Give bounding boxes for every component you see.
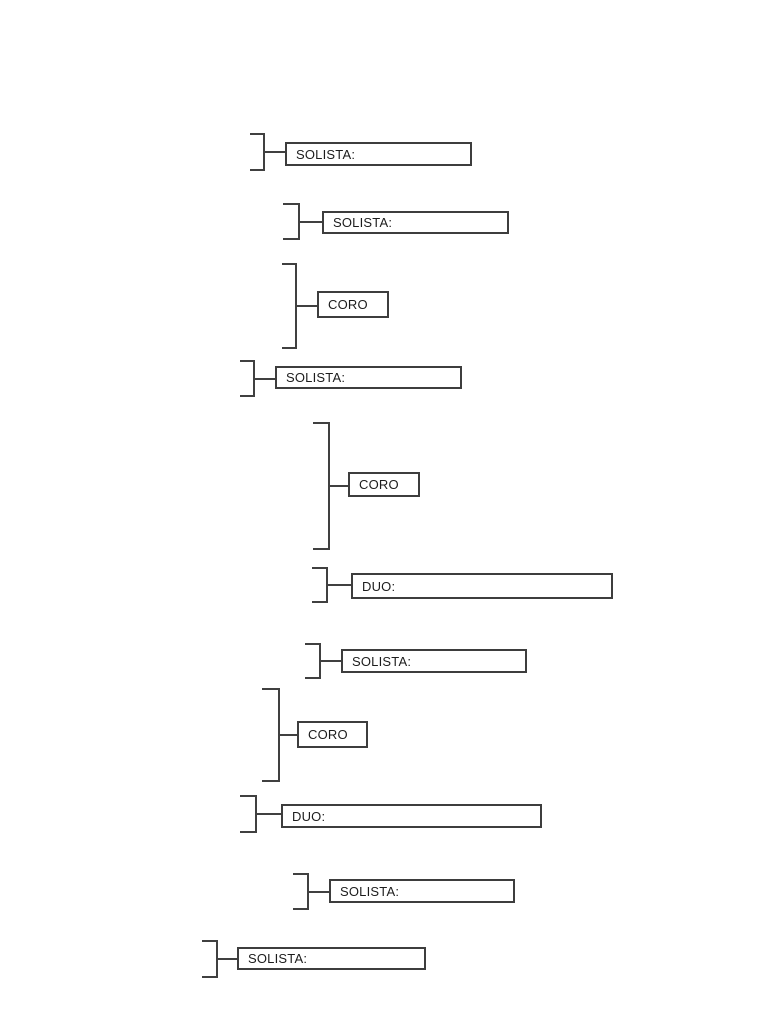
- node-box: DUO:: [281, 804, 542, 828]
- connector-line: [255, 377, 275, 380]
- connector-line: [280, 734, 297, 736]
- node-label: SOLISTA:: [248, 951, 308, 966]
- tree-bracket: [305, 643, 321, 679]
- node-box: SOLISTA:: [285, 142, 472, 166]
- connector-line: [330, 485, 348, 487]
- tree-bracket: [293, 873, 309, 910]
- tree-bracket: [202, 940, 218, 978]
- tree-bracket: [312, 567, 328, 603]
- connector-line: [218, 958, 237, 960]
- node-box: CORO: [348, 472, 420, 497]
- node-label: DUO:: [292, 808, 326, 824]
- node-label: DUO:: [362, 578, 396, 594]
- node-box: SOLISTA:: [237, 947, 426, 970]
- node-label: SOLISTA:: [286, 370, 346, 385]
- node-label: CORO: [308, 727, 348, 742]
- node-label: SOLISTA:: [352, 653, 412, 669]
- node-label: CORO: [359, 477, 399, 492]
- tree-bracket: [240, 360, 255, 397]
- node-box: SOLISTA:: [322, 211, 509, 234]
- node-box: SOLISTA:: [341, 649, 527, 673]
- tree-bracket: [240, 795, 257, 833]
- connector-line: [265, 151, 285, 153]
- tree-bracket: [282, 263, 297, 349]
- connector-line: [257, 813, 281, 815]
- node-box: SOLISTA:: [329, 879, 515, 903]
- tree-bracket: [250, 133, 265, 171]
- connector-line: [328, 584, 351, 586]
- connector-line: [321, 660, 341, 662]
- node-box: SOLISTA:: [275, 366, 462, 389]
- node-label: SOLISTA:: [340, 883, 400, 899]
- connector-line: [309, 890, 329, 893]
- node-box: CORO: [297, 721, 368, 748]
- tree-bracket: [262, 688, 280, 782]
- connector-line: [297, 305, 317, 307]
- connector-line: [300, 220, 322, 223]
- node-box: DUO:: [351, 573, 613, 599]
- node-label: SOLISTA:: [333, 215, 393, 230]
- tree-bracket: [283, 203, 300, 240]
- tree-bracket: [313, 422, 330, 550]
- node-label: SOLISTA:: [296, 146, 356, 162]
- node-box: CORO: [317, 291, 389, 318]
- node-label: CORO: [328, 297, 368, 312]
